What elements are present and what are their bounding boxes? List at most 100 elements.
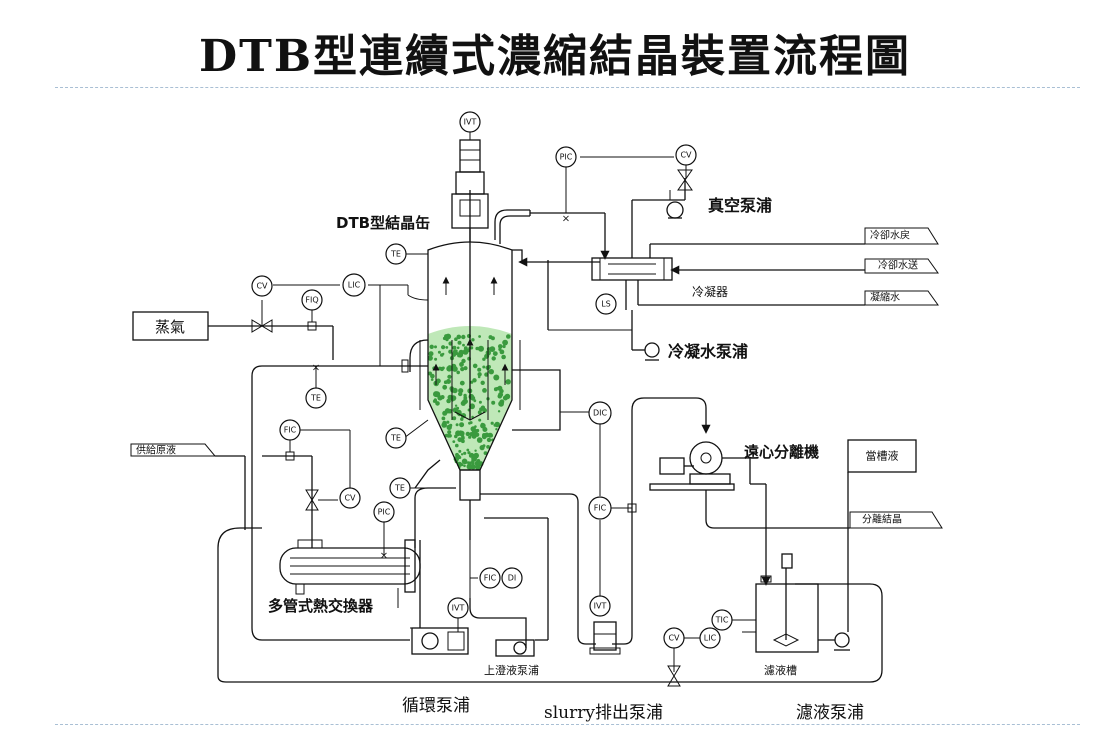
crystal-dot [437, 350, 441, 354]
heat-exchanger-label: 多管式熱交換器 [268, 597, 374, 615]
steam-box: 蒸氣 [132, 311, 209, 341]
svg-text:IVT: IVT [594, 602, 607, 611]
crystal-dot [474, 425, 477, 428]
crystal-dot [446, 420, 450, 424]
svg-text:分離結晶: 分離結晶 [862, 513, 902, 526]
instrument-pic-vacuum: PIC [555, 146, 577, 168]
instrument-lic-bottom: LIC [699, 627, 721, 649]
crystal-dot [466, 463, 473, 470]
crystal-dot [456, 334, 462, 340]
crystal-dot [493, 387, 498, 392]
cooling-water-supply-box: 冷卻水送 [864, 258, 939, 274]
overflow-pump-label: 上澄液泵浦 [484, 663, 539, 677]
condensate-box: 凝縮水 [864, 290, 939, 306]
condenser-label: 冷凝器 [692, 284, 728, 299]
svg-text:×: × [562, 214, 570, 225]
svg-text:LIC: LIC [704, 634, 717, 643]
crystal-dot [443, 380, 448, 385]
crystal-dot [432, 366, 436, 371]
crystallizer-label: DTB型結晶缶 [336, 214, 430, 232]
crystal-dot [467, 451, 471, 455]
svg-text:TE: TE [390, 250, 401, 259]
crystal-dot [441, 422, 448, 428]
crystal-dot [480, 380, 485, 385]
top-divider [55, 87, 1080, 88]
crystal-dot [497, 410, 501, 413]
crystal-dot [460, 400, 466, 406]
centrifuge-label: 遠心分離機 [744, 443, 819, 461]
crystal-dot [447, 374, 452, 379]
crystal-dot [461, 334, 466, 340]
crystal-dot [427, 355, 433, 361]
svg-text:IVT: IVT [464, 118, 477, 127]
svg-text:TE: TE [394, 484, 405, 493]
crystal-dot [466, 348, 471, 353]
centrifuge [649, 441, 751, 491]
crystal-dot [498, 344, 503, 349]
instrument-di: DI [501, 567, 523, 589]
svg-text:當槽液: 當槽液 [866, 449, 899, 463]
cooling-water-return-box: 冷卻水戻 [864, 227, 939, 245]
crystal-dot [472, 465, 476, 469]
vacuum-pump-label: 真空泵浦 [708, 196, 772, 215]
crystal-dot [460, 453, 464, 456]
crystal-dot [502, 344, 506, 349]
mother-liquor-box: 當槽液 [847, 439, 917, 473]
svg-text:IVT: IVT [452, 604, 465, 613]
filtrate-tank [724, 553, 819, 653]
svg-text:TE: TE [390, 434, 401, 443]
crystal-dot [434, 345, 437, 349]
crystal-dot [476, 437, 483, 443]
condensate-pump-label: 冷凝水泵浦 [668, 342, 748, 361]
crystal-dot [480, 405, 486, 410]
instrument-ivt-slurry: IVT [589, 595, 611, 617]
crystal-dot [493, 423, 497, 427]
crystal-dot [461, 358, 466, 364]
instrument-te-1: TE [385, 243, 407, 265]
instrument-fic-bottom: FIC [479, 567, 501, 589]
crystal-dot [458, 449, 462, 453]
instrument-dic: DIC [588, 401, 612, 425]
svg-text:×: × [380, 551, 388, 562]
heat-exchanger [279, 539, 421, 595]
instrument-ls: LS [595, 293, 617, 315]
svg-text:CV: CV [680, 151, 692, 160]
instrument-te-2: TE [305, 387, 327, 409]
crystal-dot [470, 395, 476, 401]
crystal-dot [454, 434, 458, 439]
crystal-dot [453, 409, 457, 413]
crystal-dot [482, 357, 486, 361]
crystal-dot [483, 451, 488, 455]
crystal-dot [447, 365, 452, 369]
svg-text:DIC: DIC [593, 409, 608, 418]
crystal-dot [477, 410, 482, 415]
svg-text:CV: CV [668, 634, 680, 643]
crystal-dot [433, 398, 437, 402]
crystal-dot [461, 435, 465, 439]
crystal-dot [486, 437, 492, 443]
svg-text:DI: DI [508, 574, 517, 583]
crystal-dot [469, 403, 475, 410]
feed-box: 供給原液 [130, 443, 217, 457]
crystal-dot [478, 345, 484, 352]
crystal-dot [452, 366, 458, 372]
svg-text:凝縮水: 凝縮水 [870, 291, 900, 304]
svg-text:蒸氣: 蒸氣 [155, 318, 185, 336]
crystal-dot [454, 404, 458, 407]
crystal-dot [451, 352, 457, 357]
svg-text:PIC: PIC [378, 508, 391, 517]
crystal-dot [478, 462, 482, 466]
agitator-motor [451, 130, 489, 242]
svg-text:PIC: PIC [560, 153, 573, 162]
crystal-dot [472, 363, 478, 369]
crystal-dot [463, 464, 466, 468]
crystal-dot [445, 346, 449, 349]
slurry-pump-label: slurry排出泵浦 [544, 703, 663, 723]
instrument-cv-bottom: CV [663, 627, 685, 649]
crystal-dot [492, 336, 495, 340]
svg-text:TE: TE [310, 394, 321, 403]
svg-text:FIC: FIC [284, 426, 297, 435]
instrument-pic-hx: PIC [373, 501, 395, 523]
crystal-dot [456, 346, 460, 350]
